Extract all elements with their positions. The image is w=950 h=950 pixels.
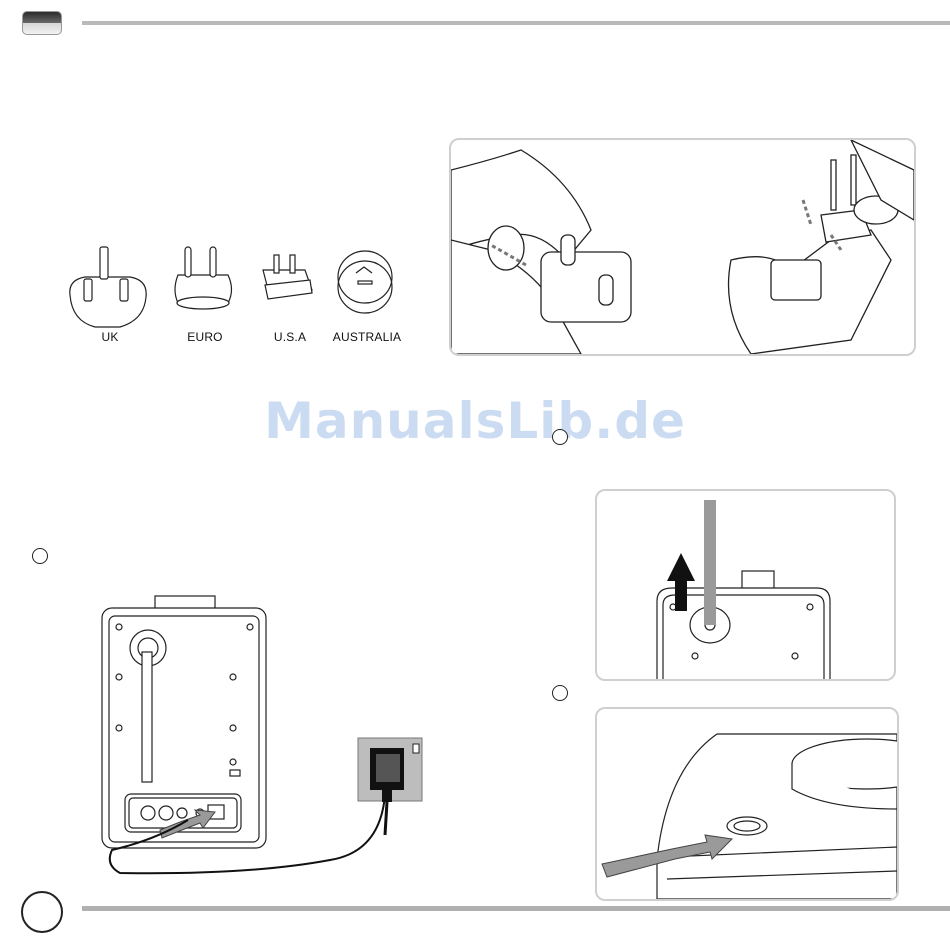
antenna-panel <box>595 489 896 681</box>
section-tab-icon <box>22 11 62 35</box>
adapter-change-illustration <box>451 140 914 354</box>
plug-change-panel <box>449 138 916 356</box>
uk-plug-icon <box>70 247 146 327</box>
bottom-rule <box>82 906 950 911</box>
euro-plug-icon <box>175 247 232 309</box>
plug-label-australia: AUSTRALIA <box>327 330 407 344</box>
step-marker-3 <box>552 685 568 701</box>
top-rule <box>82 21 950 25</box>
plug-label-usa: U.S.A <box>250 330 330 344</box>
step-marker-2 <box>552 429 568 445</box>
unit-top-panel <box>595 707 899 901</box>
australia-plug-icon <box>338 251 392 313</box>
plug-illustrations <box>60 235 410 335</box>
unit-top-illustration <box>597 709 897 899</box>
page-number-circle <box>21 891 63 933</box>
plug-label-euro: EURO <box>165 330 245 344</box>
usa-plug-icon <box>263 255 312 299</box>
watermark-text: ManualsLib.de <box>0 392 950 450</box>
antenna-illustration <box>597 491 894 679</box>
step-marker-1 <box>32 548 48 564</box>
rear-panel-illustration <box>100 590 440 885</box>
plug-label-uk: UK <box>70 330 150 344</box>
